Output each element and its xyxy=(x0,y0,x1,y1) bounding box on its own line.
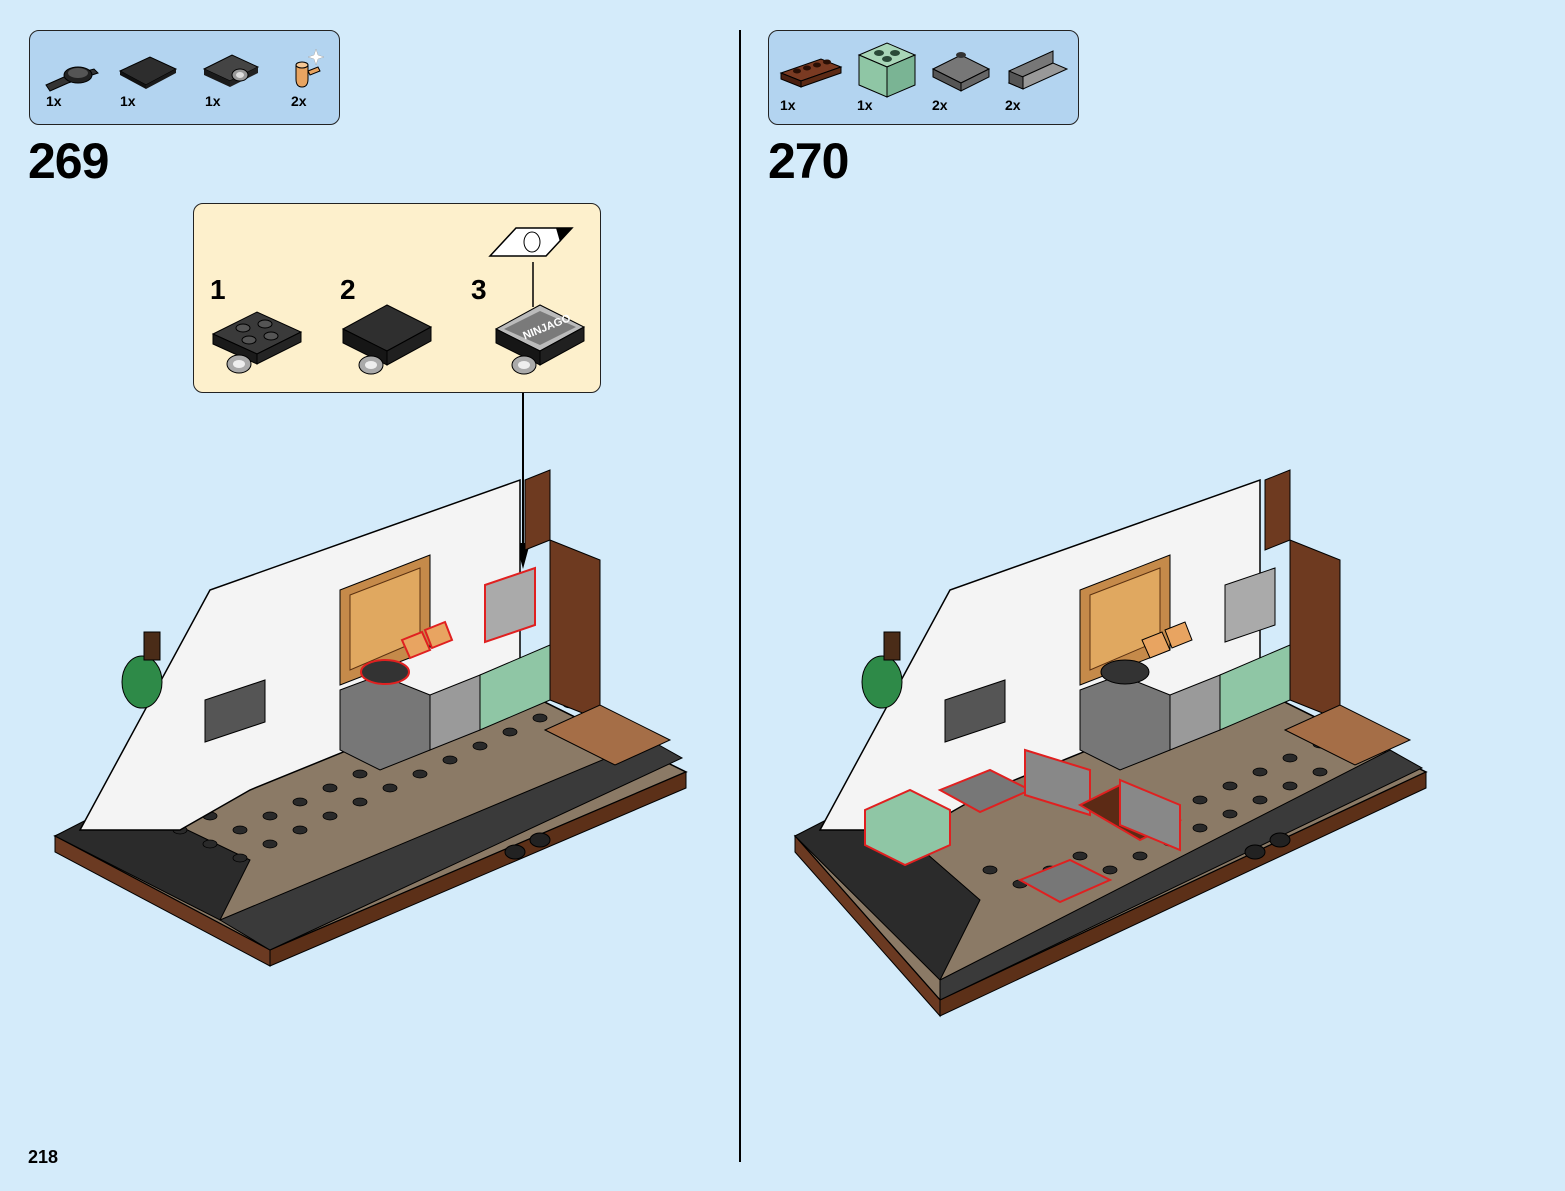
sticker-pointer-line xyxy=(532,262,534,307)
slope-curved-2x2-icon xyxy=(931,52,991,92)
substep-1-model xyxy=(211,311,303,374)
substep-number-2: 2 xyxy=(340,274,356,305)
utensil-cup-icon xyxy=(295,48,325,88)
part-qty-269-4: 2x xyxy=(291,93,307,109)
step-number-269: 269 xyxy=(28,133,109,189)
part-qty-270-2: 1x xyxy=(857,97,873,113)
part-qty-270-3: 2x xyxy=(932,97,948,113)
parts-list-box-270: 1x 1x 2x 2x xyxy=(768,30,1079,125)
plate-1x4-icon xyxy=(779,58,843,88)
model-step-269 xyxy=(53,469,688,967)
part-qty-269-1: 1x xyxy=(46,93,62,109)
tile-2x2-icon xyxy=(118,56,178,89)
subassembly-callout: 1 2 3 NINJAGO xyxy=(193,203,601,393)
model-step-270 xyxy=(793,469,1428,1018)
brick-2x2-icon xyxy=(857,42,917,98)
substep-number-3: 3 xyxy=(471,274,487,305)
page-divider xyxy=(739,30,741,1162)
page-number: 218 xyxy=(28,1147,59,1167)
part-qty-269-3: 1x xyxy=(205,93,221,109)
step-number-270: 270 xyxy=(768,133,849,189)
part-qty-270-4: 2x xyxy=(1005,97,1021,113)
parts-list-box-269: 1x 1x 1x 2x xyxy=(29,30,340,125)
substep-2-model xyxy=(341,304,433,375)
substep-number-1: 1 xyxy=(210,274,226,305)
bench-1x4-icon xyxy=(1007,50,1069,90)
sticker-reference-icon xyxy=(488,227,574,257)
part-qty-269-2: 1x xyxy=(120,93,136,109)
plate-with-wheel-holder-icon xyxy=(202,54,260,87)
substep-3-model: NINJAGO xyxy=(494,304,586,375)
round-plate-with-handle-icon xyxy=(45,66,99,92)
part-qty-270-1: 1x xyxy=(780,97,796,113)
